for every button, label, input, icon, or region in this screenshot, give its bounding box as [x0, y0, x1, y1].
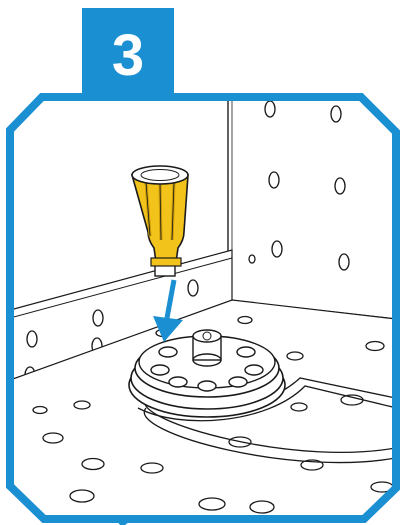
pulley-icon: [128, 329, 286, 418]
back-wall-panel: [227, 97, 396, 321]
connector-line: [118, 516, 130, 525]
step-number: 3: [112, 23, 144, 88]
scene: [10, 97, 396, 519]
step-tab-background: [82, 8, 174, 98]
down-arrow-icon: [153, 279, 183, 342]
step-tab: 3: [82, 8, 174, 98]
screwdriver-icon: [130, 165, 189, 277]
frame-border: [5, 93, 400, 523]
